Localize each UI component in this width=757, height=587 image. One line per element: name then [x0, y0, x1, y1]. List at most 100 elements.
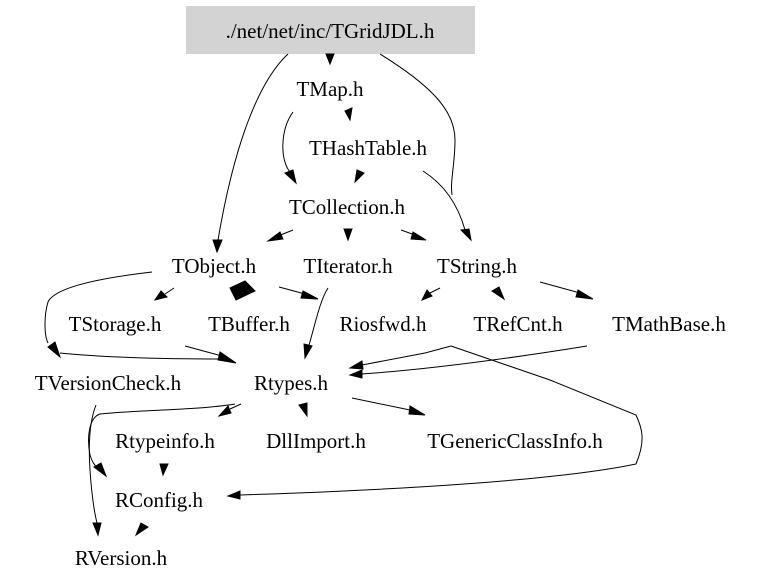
arrowhead: [303, 343, 313, 360]
edge-tversioncheck-line: [59, 352, 223, 360]
edge-root-tstring: [379, 53, 456, 196]
edge-tstring-trefcnt: [491, 286, 506, 301]
edge-line: [282, 111, 294, 173]
node-tmap[interactable]: TMap.h: [296, 77, 364, 101]
arrowhead: [354, 169, 365, 184]
arrowhead: [266, 231, 284, 242]
edge-line: [229, 403, 242, 410]
edge-line: [361, 345, 588, 375]
edge-tcollection-titerator: [343, 228, 353, 242]
node-tcollection[interactable]: TCollection.h: [289, 195, 406, 219]
node-label: THashTable.h: [309, 136, 428, 160]
node-label: DllImport.h: [266, 429, 366, 453]
arrowhead: [217, 351, 237, 364]
edge-tstorage-rtypes: [184, 345, 237, 364]
node-tbuffer[interactable]: TBuffer.h: [208, 312, 290, 336]
node-rtypes[interactable]: Rtypes.h: [254, 371, 329, 395]
edge-tobject-tbuffer: [229, 280, 256, 301]
edge-tversioncheck-rversion: [88, 404, 102, 537]
arrowhead: [410, 231, 427, 241]
node-tstring[interactable]: TString.h: [437, 254, 517, 278]
node-tstorage[interactable]: TStorage.h: [69, 312, 162, 336]
node-tmathbase[interactable]: TMathBase.h: [612, 312, 726, 336]
node-dllimport[interactable]: DllImport.h: [266, 429, 366, 453]
arrowhead: [226, 490, 241, 500]
arrowhead: [325, 53, 335, 66]
node-tversioncheck[interactable]: TVersionCheck.h: [35, 371, 182, 395]
edge-line: [217, 53, 289, 241]
edge-line: [351, 397, 411, 411]
edge-tmathbase-rtypes: [348, 345, 588, 379]
edge-tstring-riosfwd: [420, 287, 441, 301]
arrowhead: [229, 280, 256, 301]
arrowhead: [420, 289, 433, 301]
node-rtypeinfo[interactable]: Rtypeinfo.h: [115, 429, 215, 453]
arrowhead: [348, 360, 364, 370]
edge-rtypes-dllimport: [298, 402, 308, 418]
edge-tcollection-tobject: [266, 229, 294, 242]
edge-line: [44, 271, 153, 344]
node-rconfig[interactable]: RConfig.h: [115, 488, 204, 512]
arrowhead: [300, 290, 319, 300]
node-label: Rtypeinfo.h: [115, 429, 215, 453]
root-node-box: [186, 6, 475, 54]
node-rversion[interactable]: RVersion.h: [75, 546, 168, 570]
node-tobject[interactable]: TObject.h: [172, 254, 257, 278]
node-label: TObject.h: [172, 254, 257, 278]
edge-line: [239, 345, 643, 496]
edge-tobject-riosfwd: [278, 286, 319, 300]
node-titerator[interactable]: TIterator.h: [303, 254, 393, 278]
node-tgenericclassinfo[interactable]: TGenericClassInfo.h: [427, 429, 603, 453]
arrowhead: [575, 289, 594, 300]
arrowhead: [408, 405, 426, 416]
node-label: RConfig.h: [115, 488, 204, 512]
edge-titerator-rtypes: [303, 287, 329, 360]
edge-thashtable-tcollection: [354, 169, 365, 184]
edge-trefcnt-rconfig: [226, 345, 643, 500]
edge-thashtable-tstring: [422, 170, 472, 242]
arrowhead: [159, 463, 169, 477]
node-label: TRefCnt.h: [473, 312, 563, 336]
node-label: TMathBase.h: [612, 312, 726, 336]
arrowhead: [134, 522, 149, 537]
edge-line: [88, 403, 236, 469]
arrowhead: [93, 462, 108, 478]
node-label: RVersion.h: [75, 546, 168, 570]
edge-rtypeinfo-rconfig: [159, 463, 169, 477]
node-label: TCollection.h: [289, 195, 406, 219]
edge-line: [308, 287, 329, 346]
node-label: TIterator.h: [303, 254, 393, 278]
edge-line: [379, 53, 456, 196]
node-label: TStorage.h: [69, 312, 162, 336]
edge-line: [278, 286, 306, 295]
node-riosfwd[interactable]: Riosfwd.h: [340, 312, 427, 336]
node-label: TGenericClassInfo.h: [427, 429, 603, 453]
node-trefcnt[interactable]: TRefCnt.h: [473, 312, 563, 336]
arrowhead: [348, 369, 363, 379]
edge-rconfig-rversion: [134, 522, 149, 537]
node-thashtable[interactable]: THashTable.h: [309, 136, 428, 160]
arrowhead: [459, 228, 472, 242]
edges: [44, 53, 643, 537]
edge-line: [361, 345, 452, 366]
edge-tcollection-tstring: [400, 229, 427, 241]
edge-line: [88, 404, 98, 524]
edge-tstring-tmathbase: [539, 281, 594, 300]
edge-trefcnt-rtypes: [348, 345, 452, 370]
node-label: ./net/net/inc/TGridJDL.h: [226, 19, 435, 43]
edge-rtypes-rconfig: [88, 403, 236, 478]
arrowhead: [153, 290, 168, 301]
arrowhead: [217, 405, 232, 417]
edge-line: [422, 170, 466, 231]
node-label: TVersionCheck.h: [35, 371, 182, 395]
edge-root-tobject: [212, 53, 289, 254]
edge-line: [539, 281, 581, 294]
arrowhead: [284, 169, 297, 185]
edge-line: [184, 345, 223, 357]
node-label: Rtypes.h: [254, 371, 329, 395]
edge-rtypes-tgenericclassinfo: [351, 397, 426, 416]
node-label: TBuffer.h: [208, 312, 290, 336]
node-label: TString.h: [437, 254, 517, 278]
node-root[interactable]: ./net/net/inc/TGridJDL.h: [186, 6, 475, 54]
